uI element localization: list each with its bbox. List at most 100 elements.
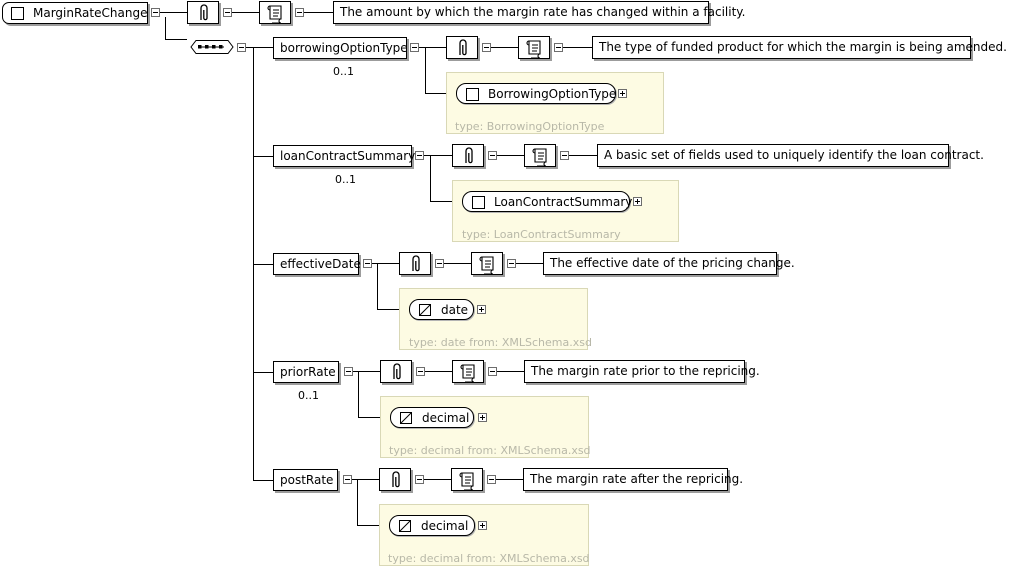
element-toggle[interactable]: [344, 367, 353, 376]
type-label: type: date from: XMLSchema.xsd: [409, 336, 592, 349]
attachment-toggle[interactable]: [488, 151, 497, 160]
sequence-collapse-toggle[interactable]: [237, 43, 246, 52]
root-attachment-box[interactable]: [187, 1, 219, 24]
simple-type-icon: [399, 520, 411, 532]
root-documentation-box: The amount by which the margin rate has …: [333, 1, 745, 24]
root-element-box[interactable]: MarginRateChange: [2, 2, 148, 24]
documentation-text: The effective date of the pricing change…: [550, 256, 795, 270]
type-label: type: BorrowingOptionType: [455, 120, 605, 133]
attachment-toggle[interactable]: [415, 475, 424, 484]
paperclip-icon: [412, 255, 420, 272]
type-expand-toggle[interactable]: [633, 197, 642, 206]
documentation-toggle[interactable]: [488, 367, 497, 376]
complex-type-checkbox-icon: [466, 88, 479, 101]
documentation-text: A basic set of fields used to uniquely i…: [604, 148, 984, 162]
documentation-icon-box[interactable]: [452, 360, 484, 383]
root-collapse-toggle[interactable]: [151, 8, 160, 17]
type-pill[interactable]: LoanContractSummary: [462, 191, 633, 212]
documentation-toggle[interactable]: [560, 151, 569, 160]
root-attachment-toggle[interactable]: [223, 8, 232, 17]
occurrence-label: 0..1: [298, 389, 319, 402]
element-box-post-rate[interactable]: postRate: [273, 469, 338, 491]
type-pill[interactable]: BorrowingOptionType: [456, 83, 616, 104]
attachment-box[interactable]: [452, 144, 484, 167]
element-label: loanContractSummary: [280, 149, 416, 163]
paperclip-icon: [200, 4, 208, 21]
element-box-borrowing-option-type[interactable]: borrowingOptionType: [273, 37, 408, 59]
occurrence-label: 0..1: [333, 65, 354, 78]
scroll-document-icon: [526, 40, 541, 59]
scroll-document-icon: [267, 5, 282, 24]
element-toggle[interactable]: [410, 43, 419, 52]
attachment-box[interactable]: [380, 360, 412, 383]
element-label: priorRate: [280, 365, 336, 379]
type-label: type: decimal from: XMLSchema.xsd: [388, 552, 590, 565]
scroll-document-icon: [459, 472, 474, 491]
documentation-box: The margin rate prior to the repricing.: [524, 360, 760, 383]
documentation-toggle[interactable]: [487, 475, 496, 484]
documentation-box: The margin rate after the repricing.: [523, 468, 743, 491]
root-documentation-toggle[interactable]: [295, 8, 304, 17]
documentation-toggle[interactable]: [554, 43, 563, 52]
simple-type-icon: [419, 304, 431, 316]
documentation-box: The type of funded product for which the…: [592, 36, 1007, 59]
paperclip-icon: [393, 363, 401, 380]
root-element-label: MarginRateChange: [33, 6, 148, 20]
documentation-text: The type of funded product for which the…: [599, 40, 1007, 54]
attachment-box[interactable]: [446, 36, 478, 59]
documentation-text: The margin rate prior to the repricing.: [531, 364, 760, 378]
attachment-toggle[interactable]: [416, 367, 425, 376]
root-documentation-text: The amount by which the margin rate has …: [340, 5, 746, 19]
element-label: borrowingOptionType: [280, 41, 408, 55]
attachment-toggle[interactable]: [435, 259, 444, 268]
element-toggle[interactable]: [415, 151, 424, 160]
sequence-compositor-icon: [190, 40, 234, 54]
type-card: [380, 396, 589, 458]
element-label: effectiveDate: [280, 257, 361, 271]
type-label: type: LoanContractSummary: [462, 228, 621, 241]
type-name: BorrowingOptionType: [488, 87, 617, 101]
documentation-icon-box[interactable]: [524, 144, 556, 167]
scroll-document-icon: [460, 364, 475, 383]
type-name: decimal: [421, 519, 469, 533]
complex-type-checkbox-icon: [11, 7, 24, 20]
occurrence-label: 0..1: [335, 173, 356, 186]
type-name: date: [441, 303, 469, 317]
element-box-loan-contract-summary[interactable]: loanContractSummary: [273, 145, 416, 167]
scroll-document-icon: [532, 148, 547, 167]
type-expand-toggle[interactable]: [478, 413, 487, 422]
documentation-text: The margin rate after the repricing.: [530, 472, 744, 486]
type-expand-toggle[interactable]: [618, 89, 627, 98]
attachment-box[interactable]: [379, 468, 411, 491]
type-pill[interactable]: decimal: [389, 515, 475, 536]
element-box-effective-date[interactable]: effectiveDate: [273, 253, 361, 275]
root-documentation-icon-box[interactable]: [259, 1, 291, 24]
complex-type-checkbox-icon: [472, 196, 485, 209]
type-expand-toggle[interactable]: [477, 305, 486, 314]
paperclip-icon: [392, 471, 400, 488]
documentation-box: The effective date of the pricing change…: [543, 252, 795, 275]
type-pill[interactable]: date: [409, 299, 474, 320]
documentation-icon-box[interactable]: [471, 252, 503, 275]
element-label: postRate: [280, 473, 334, 487]
attachment-box[interactable]: [399, 252, 431, 275]
paperclip-icon: [465, 147, 473, 164]
documentation-icon-box[interactable]: [451, 468, 483, 491]
type-label: type: decimal from: XMLSchema.xsd: [389, 444, 591, 457]
type-name: LoanContractSummary: [494, 195, 633, 209]
paperclip-icon: [459, 39, 467, 56]
scroll-document-icon: [479, 256, 494, 275]
documentation-icon-box[interactable]: [518, 36, 550, 59]
simple-type-icon: [400, 412, 412, 424]
documentation-box: A basic set of fields used to uniquely i…: [597, 144, 984, 167]
type-name: decimal: [422, 411, 470, 425]
attachment-toggle[interactable]: [482, 43, 491, 52]
element-toggle[interactable]: [343, 475, 352, 484]
element-box-prior-rate[interactable]: priorRate: [273, 361, 339, 383]
documentation-toggle[interactable]: [507, 259, 516, 268]
element-toggle[interactable]: [363, 259, 372, 268]
type-expand-toggle[interactable]: [478, 521, 487, 530]
sequence-compositor[interactable]: [187, 37, 237, 58]
type-pill[interactable]: decimal: [390, 407, 474, 428]
